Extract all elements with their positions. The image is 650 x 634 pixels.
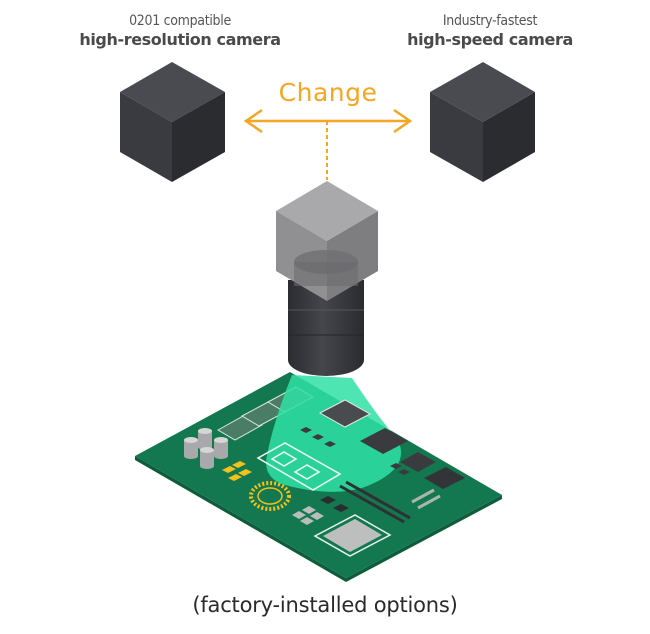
change-label: Change [278, 78, 378, 107]
large-chip [313, 514, 392, 557]
ic-chips [300, 399, 465, 512]
label-title: high-speed camera [407, 30, 573, 49]
gray-traces [411, 488, 441, 510]
pcb-board [135, 372, 502, 582]
change-arrow-icon [243, 108, 413, 180]
caption: (factory-installed options) [192, 593, 458, 617]
traces [339, 480, 411, 524]
high-speed-camera-label: Industry-fastest high-speed camera [370, 13, 610, 49]
gray-pads [292, 506, 324, 525]
high-resolution-camera-label: 0201 compatible high-resolution camera [60, 13, 300, 49]
solder-pads [222, 461, 252, 481]
label-title: high-resolution camera [79, 30, 281, 49]
light-cone [266, 375, 402, 492]
label-subtitle: 0201 compatible [129, 13, 231, 29]
capacitors [184, 428, 228, 469]
pad-ring [249, 481, 291, 511]
inspection-target [256, 442, 342, 491]
label-subtitle: Industry-fastest [442, 13, 538, 29]
high-resolution-camera-cube [120, 62, 225, 182]
high-speed-camera-cube [430, 62, 535, 182]
mounted-camera [276, 181, 378, 376]
